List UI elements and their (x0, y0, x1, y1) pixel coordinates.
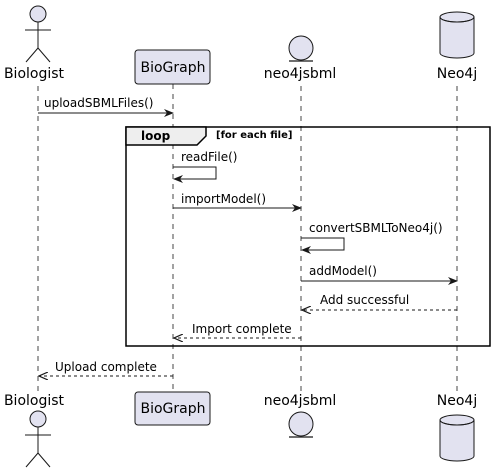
participant-biologist-label: Biologist (4, 393, 65, 409)
participant-biograph-box (134, 391, 211, 426)
entity-icon (288, 411, 314, 438)
loop-frame (125, 126, 491, 347)
loop-label: loop (141, 129, 171, 143)
entity-icon (288, 35, 314, 62)
message-self-arrow (301, 237, 345, 254)
message-label: readFile() (181, 150, 237, 164)
loop-condition: [for each file] (216, 130, 292, 141)
participant-neo4j-label: Neo4j (437, 66, 477, 82)
participant-biograph-label: BioGraph (140, 401, 205, 417)
message-self-arrow (173, 166, 217, 183)
message-label: uploadSBMLFiles() (44, 96, 153, 110)
participant-biologist-label: Biologist (4, 66, 65, 82)
participant-biograph-box (134, 49, 211, 85)
message-label: addModel() (309, 264, 377, 278)
message-label: convertSBMLToNeo4j() (309, 221, 443, 235)
actor-icon (25, 410, 51, 468)
message-label: Add successful (320, 293, 409, 307)
participant-neo4jsbml-label: neo4jsbml (264, 66, 337, 82)
participant-biograph-label: BioGraph (140, 60, 205, 76)
participant-neo4j-label: Neo4j (437, 393, 477, 409)
message-label: Upload complete (55, 360, 157, 374)
actor-icon (25, 5, 51, 63)
database-icon (439, 11, 475, 59)
message-label: Import complete (192, 322, 292, 336)
database-icon (439, 414, 475, 462)
participant-neo4jsbml-label: neo4jsbml (264, 393, 337, 409)
loop-header-tab (125, 126, 207, 146)
message-label: importModel() (181, 192, 266, 206)
